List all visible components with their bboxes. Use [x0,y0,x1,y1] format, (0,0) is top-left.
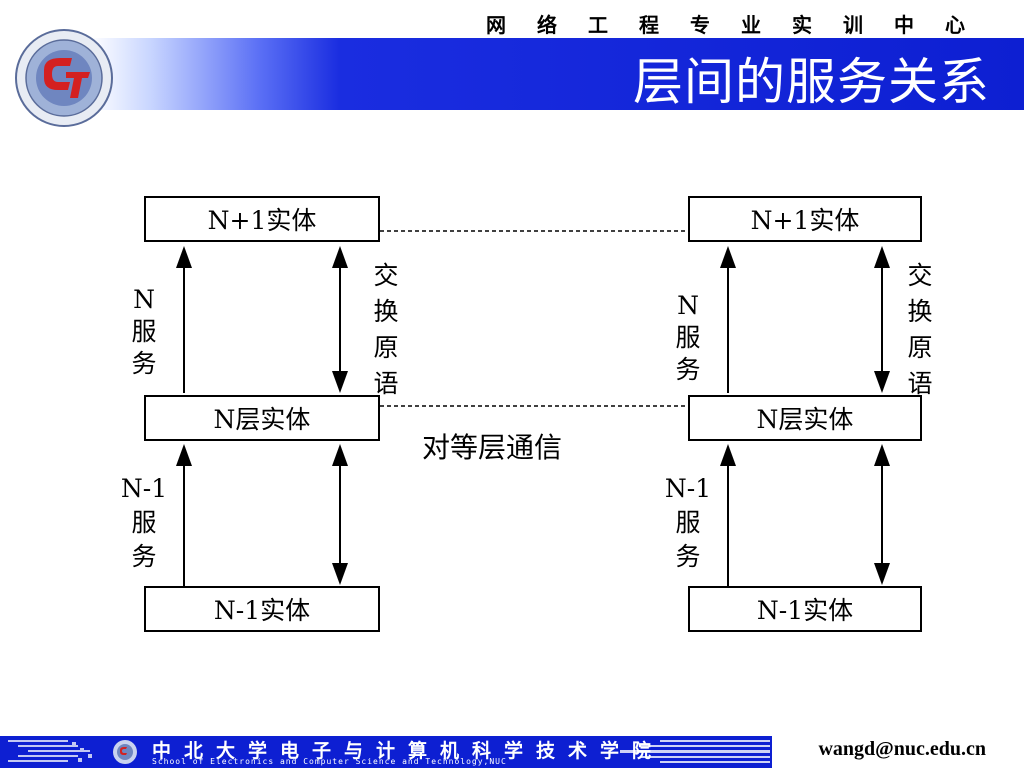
title-band [0,38,1024,110]
footer-stripes-right-icon [620,740,770,763]
left-n1-service-label: N-1 服 务 [114,472,174,574]
label-char: 服 [675,323,701,352]
label-char: 务 [675,542,701,571]
right-n1-service-label: N-1 服 务 [658,472,718,574]
label-char: 服 [131,508,157,537]
label-char: 换 [907,297,933,326]
school-logo-icon [15,29,113,127]
label-char: 语 [907,369,933,398]
footer-school-name-cn: 中北大学电子与计算机科学技术学院 [152,740,665,762]
label-char: 语 [373,369,399,398]
header-top-strip [0,0,1024,38]
footer-stripes-left-icon [8,740,92,762]
label-char: 务 [131,349,157,378]
left-mid-entity-box: N层实体 [144,395,380,441]
label-char: N [677,291,699,320]
label-char: N-1 [120,474,168,503]
right-exchange-primitive-label: 交 换 原 语 [900,258,940,402]
right-bottom-entity-box: N-1实体 [688,586,922,632]
right-mid-entity-box: N层实体 [688,395,922,441]
left-top-entity-box: N+1实体 [144,196,380,242]
slide-footer: 中北大学电子与计算机科学技术学院 School of Electronics a… [0,736,1024,768]
label-char: 务 [131,542,157,571]
center-name: 网络工程专业实训中心 [486,13,996,37]
page-title: 层间的服务关系 [633,53,990,111]
footer-logo-icon [113,740,137,764]
left-n-service-label: N 服 务 [122,284,166,380]
label-char: 换 [373,297,399,326]
label-char: N [133,285,155,314]
label-char: 服 [131,317,157,346]
footer-email[interactable]: wangd@nuc.edu.cn [818,738,986,760]
left-exchange-primitive-label: 交 换 原 语 [366,258,406,402]
right-n-service-label: N 服 务 [666,290,710,386]
right-top-entity-box: N+1实体 [688,196,922,242]
label-char: 交 [907,261,933,290]
label-char: 交 [373,261,399,290]
label-char: 原 [907,333,933,362]
label-char: N-1 [664,474,712,503]
slide-header: 网络工程专业实训中心 层间的服务关系 [0,0,1024,127]
peer-communication-label: 对等层通信 [422,431,563,464]
footer-band: 中北大学电子与计算机科学技术学院 School of Electronics a… [0,736,772,768]
left-n-service-arrowhead [176,246,192,268]
label-char: 服 [675,508,701,537]
left-bottom-entity-box: N-1实体 [144,586,380,632]
label-char: 务 [675,355,701,384]
label-char: 原 [373,333,399,362]
footer-school-name-en: School of Electronics and Computer Scien… [152,757,507,766]
